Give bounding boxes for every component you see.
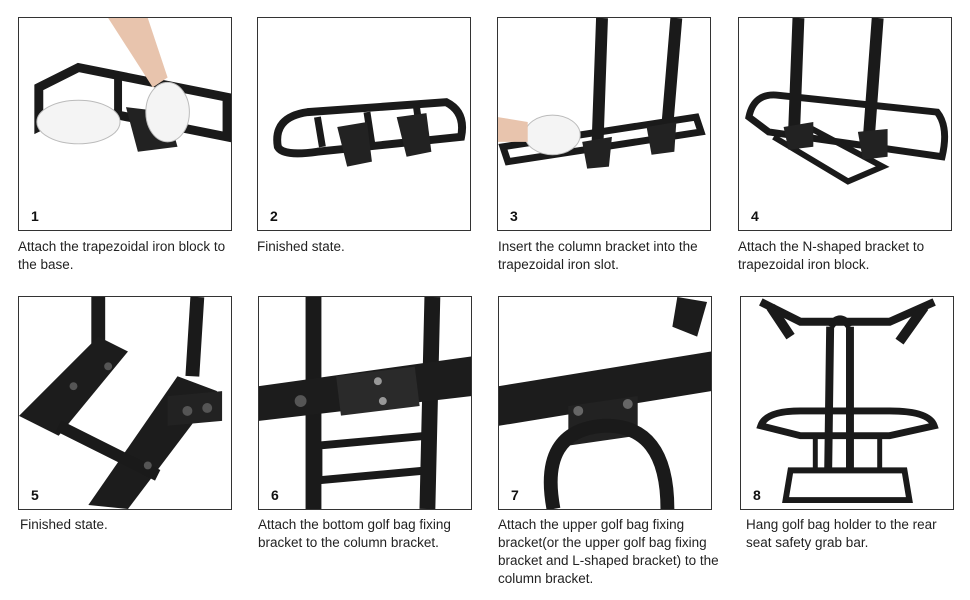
step-5-caption: Finished state. (20, 517, 108, 532)
step-number: 3 (510, 208, 518, 224)
step-5-photo: 5 (18, 296, 232, 510)
step-number: 1 (31, 208, 39, 224)
step-3-caption: Insert the column bracket into the trape… (498, 239, 698, 272)
n-shaped-bracket-image (745, 18, 949, 185)
step-number: 2 (270, 208, 278, 224)
step-3-photo: 3 (497, 17, 711, 231)
complete-golf-bag-holder-image (756, 298, 939, 504)
column-bracket-insert-image (498, 18, 706, 169)
step-number: 5 (31, 487, 39, 503)
step-number: 6 (271, 487, 279, 503)
step-7-photo: 7 (498, 296, 712, 510)
step-2-caption: Finished state. (257, 239, 345, 254)
step-number: 8 (753, 487, 761, 503)
step-4-caption: Attach the N-shaped bracket to trapezoid… (738, 239, 925, 272)
upper-bracket-image (499, 297, 711, 509)
step-6-caption: Attach the bottom golf bag fixing bracke… (258, 517, 451, 550)
step-1-caption: Attach the trapezoidal iron block to the… (18, 239, 226, 272)
step-number: 4 (751, 208, 759, 224)
step-number: 7 (511, 487, 519, 503)
step-1-photo: 1 (18, 17, 232, 231)
step-4-photo: 4 (738, 17, 952, 231)
base-frame-with-gloved-hands-image (34, 18, 231, 152)
step-7-caption: Attach the upper golf bag fixing bracket… (498, 517, 719, 586)
bottom-bracket-image (259, 297, 471, 509)
step-8-caption: Hang golf bag holder to the rear seat sa… (746, 517, 937, 550)
step-2-photo: 2 (257, 17, 471, 231)
bracket-closeup-image (19, 297, 223, 509)
step-8-photo: 8 (740, 296, 954, 510)
assembled-base-image (273, 98, 466, 167)
step-6-photo: 6 (258, 296, 472, 510)
